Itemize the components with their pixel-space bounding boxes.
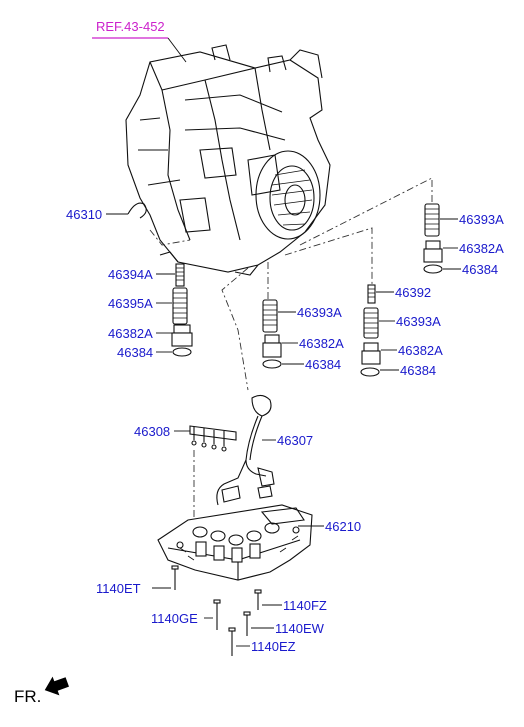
bolt-1140FZ <box>254 589 262 610</box>
reference-label[interactable]: REF.43-452 <box>96 19 165 34</box>
pin-46392 <box>367 284 376 304</box>
spring-46395A <box>172 287 188 325</box>
o-ring-46384-right <box>360 367 380 377</box>
bolt-1140EZ <box>228 627 236 656</box>
label-46392[interactable]: 46392 <box>395 285 431 300</box>
plug-46382A-right-top <box>423 240 443 263</box>
label-46393A-mid[interactable]: 46393A <box>297 305 342 320</box>
label-46308[interactable]: 46308 <box>134 424 170 439</box>
label-46307[interactable]: 46307 <box>277 433 313 448</box>
label-46384-mid[interactable]: 46384 <box>305 357 341 372</box>
guide-line-right-top <box>299 177 433 246</box>
front-indicator-label: FR. <box>14 687 41 706</box>
label-1140FZ[interactable]: 1140FZ <box>283 598 327 613</box>
label-1140EZ[interactable]: 1140EZ <box>251 639 296 654</box>
spring-46394A <box>175 263 185 287</box>
plug-46382A-right <box>361 342 381 365</box>
o-ring-46384-mid <box>262 359 282 369</box>
plug-46382A-left <box>171 324 193 347</box>
label-1140ET[interactable]: 1140ET <box>96 581 141 596</box>
spring-46393A-right <box>363 307 379 339</box>
label-46393A-right-top[interactable]: 46393A <box>459 212 504 227</box>
reference-leader <box>167 37 187 63</box>
o-ring-46384-left <box>172 347 192 357</box>
label-46393A-right[interactable]: 46393A <box>396 314 441 329</box>
label-46395A[interactable]: 46395A <box>108 296 153 311</box>
guide-line-harness <box>221 267 249 391</box>
label-46382A-mid[interactable]: 46382A <box>299 336 344 351</box>
plug-46382A-mid <box>262 334 282 358</box>
label-46210[interactable]: 46210 <box>325 519 361 534</box>
o-ring-46384-right-top <box>423 264 443 274</box>
bolt-1140ET <box>171 565 179 590</box>
solenoid-bracket <box>189 425 237 520</box>
retainer-clip <box>127 202 147 219</box>
label-46310[interactable]: 46310 <box>66 207 102 222</box>
label-46384-left[interactable]: 46384 <box>117 345 153 360</box>
label-46394A[interactable]: 46394A <box>108 267 153 282</box>
label-46384-right-top[interactable]: 46384 <box>462 262 498 277</box>
spring-46393A-mid <box>262 299 278 333</box>
transmission-case <box>125 44 331 276</box>
front-arrow-icon <box>44 676 69 696</box>
label-46384-right[interactable]: 46384 <box>400 363 436 378</box>
bolt-1140GE <box>213 599 221 630</box>
label-46382A-left[interactable]: 46382A <box>108 326 153 341</box>
label-1140EW[interactable]: 1140EW <box>275 621 325 636</box>
spring-46393A-right-top <box>424 203 440 237</box>
valve-body <box>157 504 313 581</box>
label-1140GE[interactable]: 1140GE <box>151 611 198 626</box>
guide-line-right <box>284 227 373 285</box>
wiring-harness <box>216 394 275 506</box>
guide-line-clip <box>149 229 191 246</box>
label-46382A-right[interactable]: 46382A <box>398 343 443 358</box>
bolt-1140EW <box>243 611 251 636</box>
label-46382A-right-top[interactable]: 46382A <box>459 241 504 256</box>
